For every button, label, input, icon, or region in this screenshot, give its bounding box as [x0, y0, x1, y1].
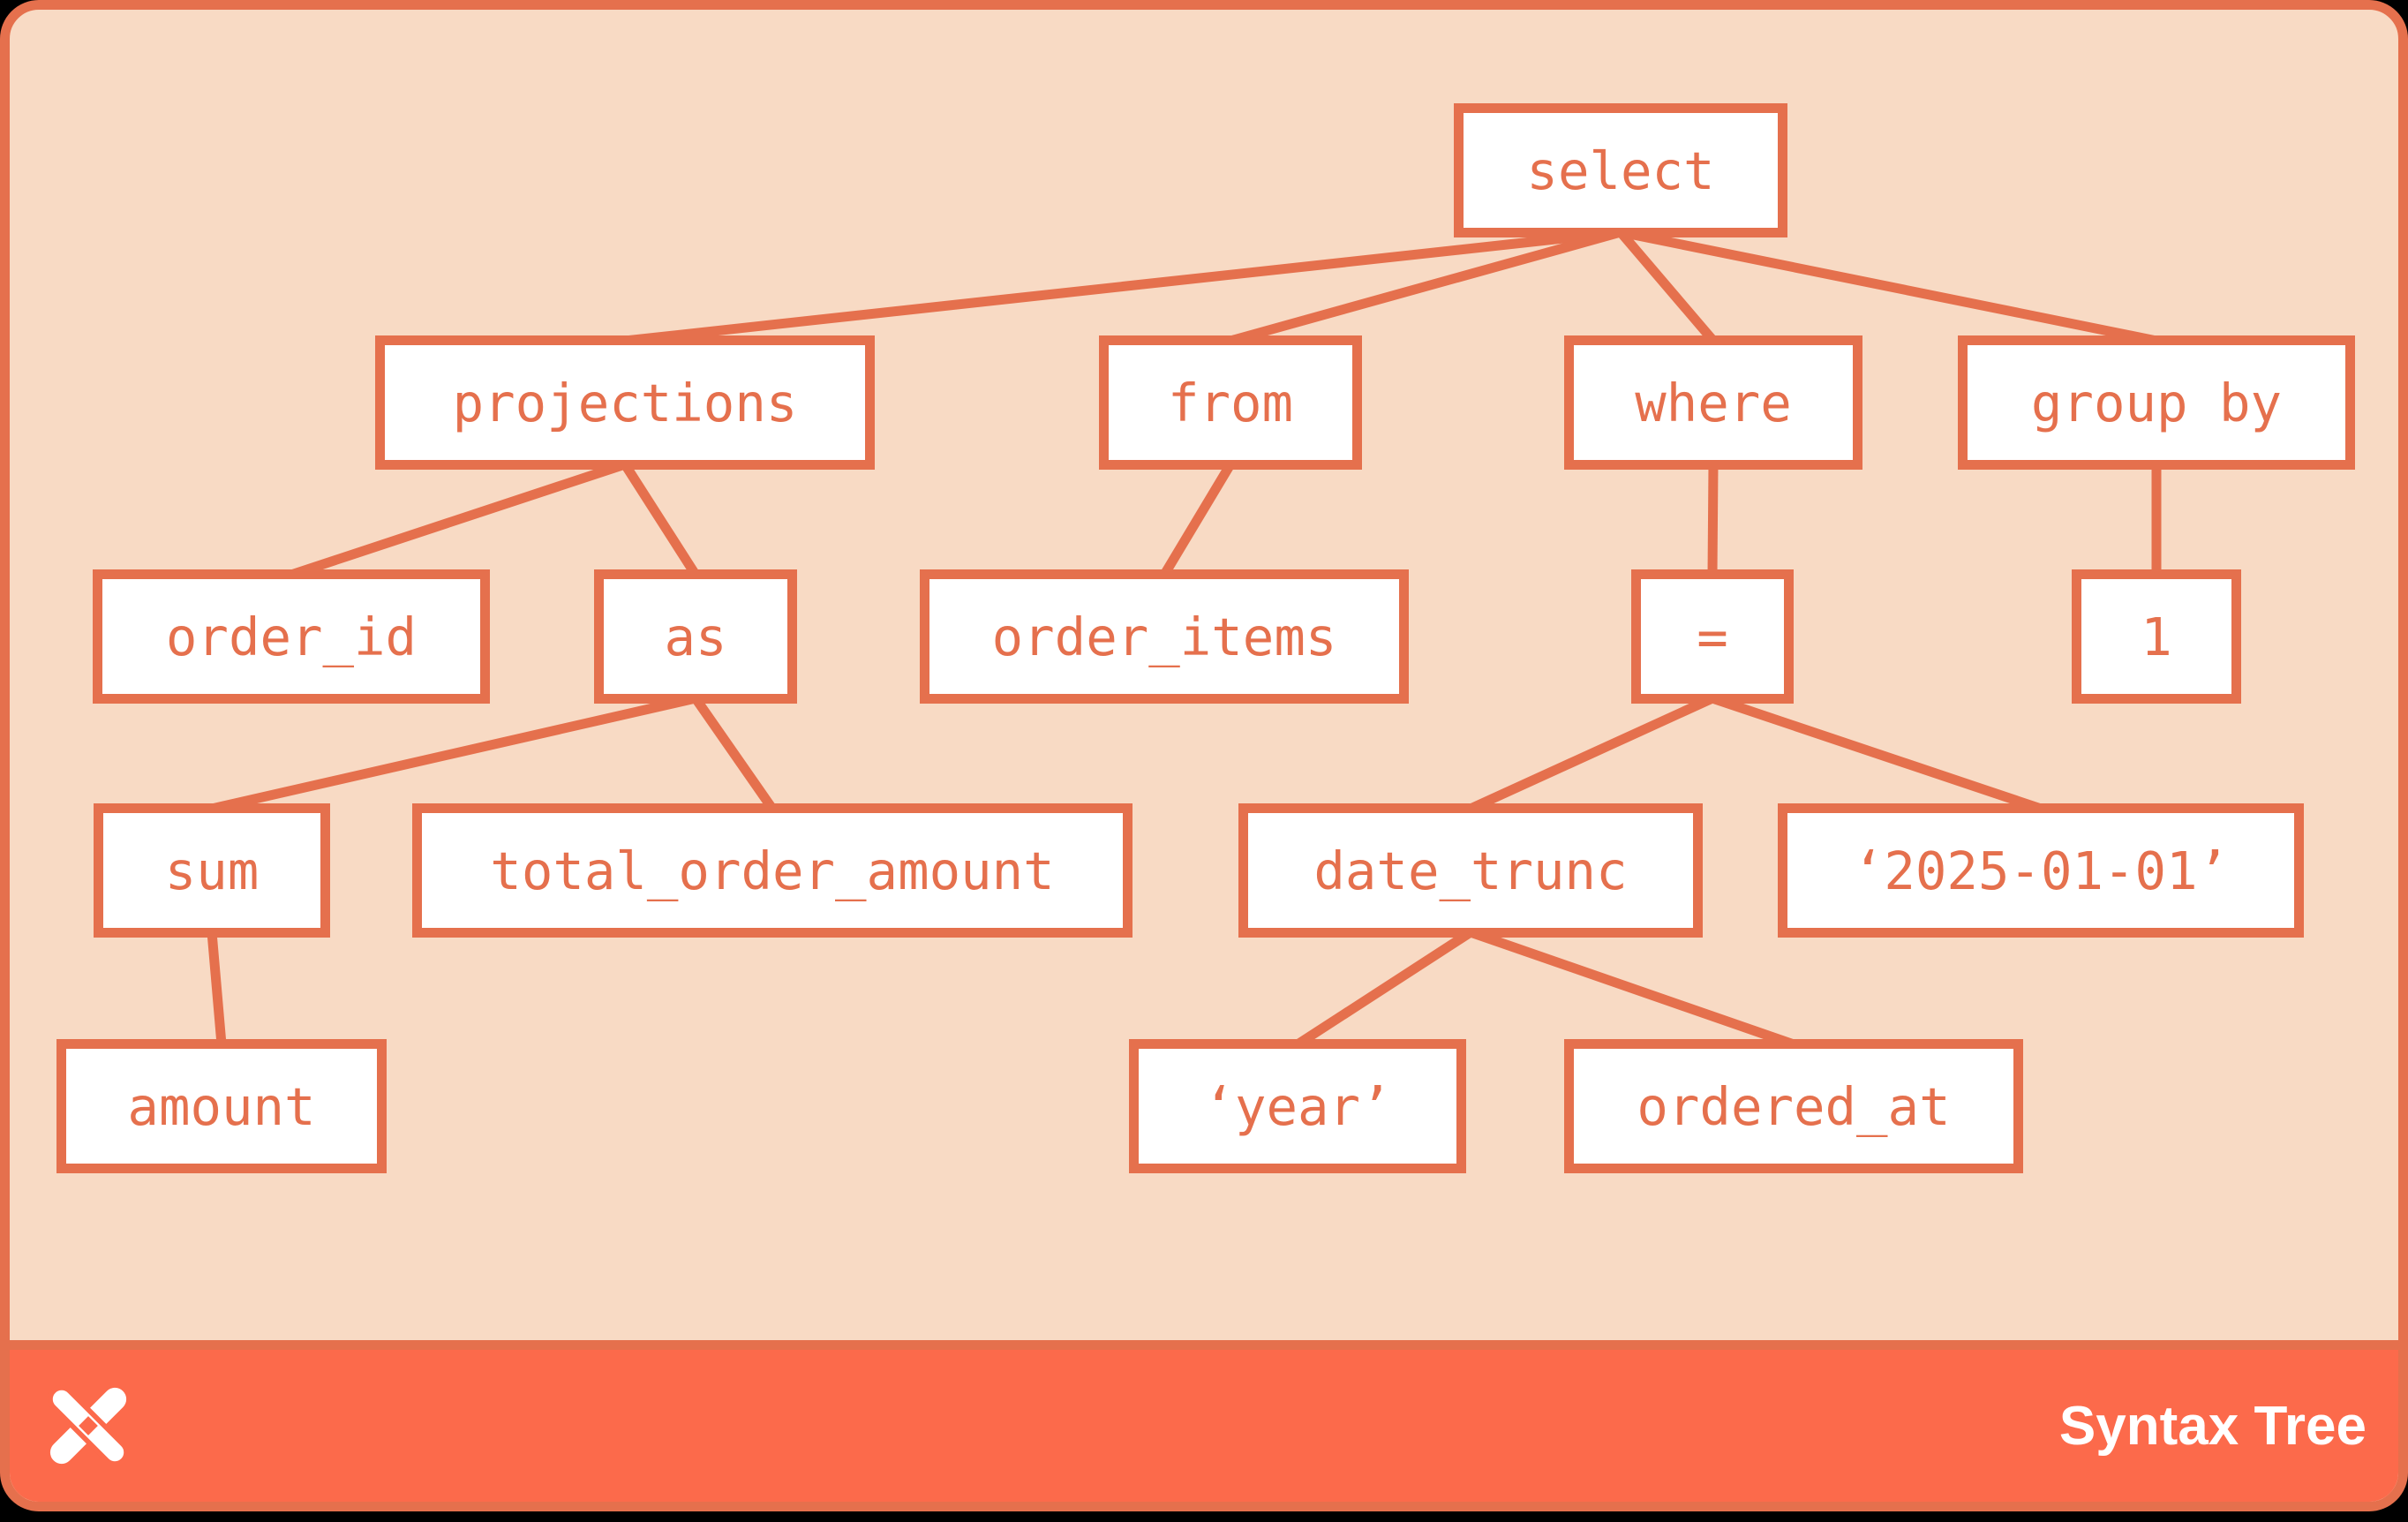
tree-edge-as-sum: [210, 693, 697, 814]
tree-edge-eq-date_literal: [1711, 693, 2043, 814]
tree-node-one: 1: [2072, 569, 2241, 704]
tree-edge-select-projections: [624, 227, 1622, 346]
tree-node-ordered_at: ordered_at: [1564, 1039, 2023, 1173]
tree-node-date_literal: ‘2025-01-01’: [1778, 803, 2304, 938]
tree-edge-select-from: [1229, 227, 1622, 346]
tree-edge-sum-amount: [207, 931, 227, 1045]
tree-edge-projections-as: [621, 462, 700, 577]
tree-node-as: as: [594, 569, 797, 704]
tree-node-eq: =: [1631, 569, 1794, 704]
tree-node-year_literal: ‘year’: [1129, 1039, 1466, 1173]
tree-node-where: where: [1564, 335, 1862, 470]
footer-title: Syntax Tree: [2058, 1395, 2367, 1457]
tree-node-amount: amount: [56, 1039, 387, 1173]
x-star-logo-icon: [48, 1385, 129, 1466]
tree-edge-projections-order_id: [290, 459, 627, 580]
tree-edge-eq-date_trunc: [1468, 693, 1715, 814]
tree-edges: [207, 227, 2162, 1050]
tree-edge-date_trunc-year_literal: [1295, 928, 1473, 1049]
tree-node-total_order_amount: total_order_amount: [412, 803, 1133, 938]
tree-node-sum: sum: [94, 803, 330, 938]
tree-node-group_by: group by: [1958, 335, 2355, 470]
tree-node-select: select: [1454, 103, 1787, 237]
syntax-tree-diagram: select projections from where group by order_…: [10, 10, 2398, 1502]
tree-edge-select-group_by: [1619, 227, 2158, 346]
tree-node-from: from: [1099, 335, 1362, 470]
tree-node-date_trunc: date_trunc: [1238, 803, 1703, 938]
tree-node-order_id: order_id: [93, 569, 490, 704]
tree-node-projections: projections: [375, 335, 875, 470]
tree-edge-as-total_order_amount: [691, 695, 777, 812]
tree-edge-from-order_items: [1160, 462, 1235, 577]
tree-node-order_items: order_items: [920, 569, 1409, 704]
tree-edge-where-eq: [1707, 463, 1719, 576]
tree-edge-date_trunc-ordered_at: [1469, 927, 1795, 1050]
footer-bar: Syntax Tree: [10, 1340, 2398, 1502]
tree-edge-select-where: [1616, 229, 1718, 344]
